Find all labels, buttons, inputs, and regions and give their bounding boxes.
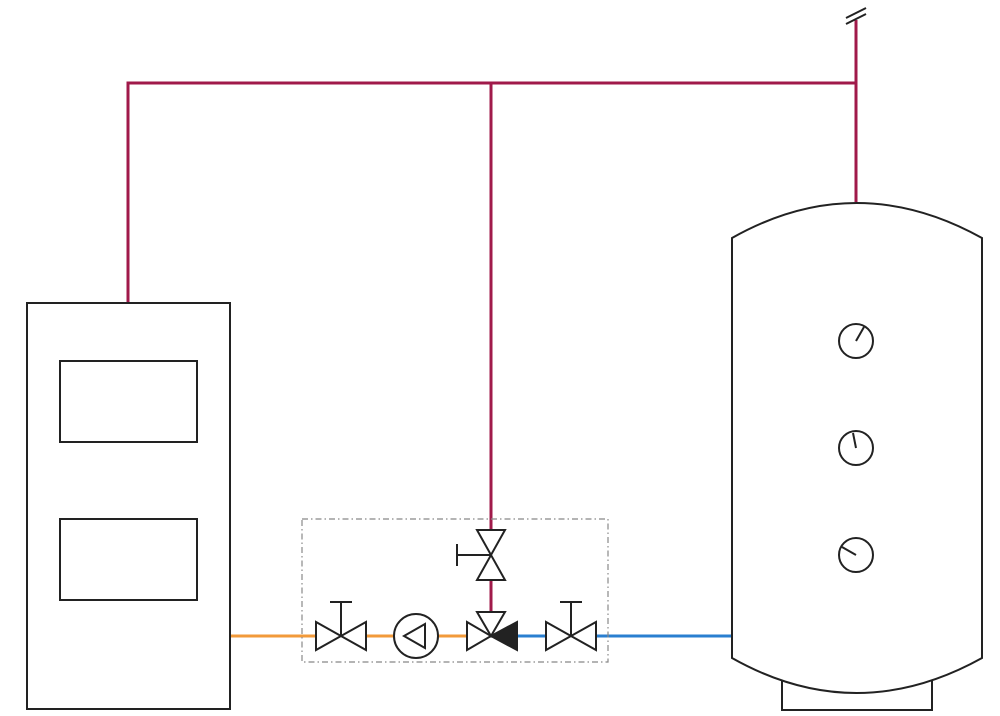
- thermometer-top-icon: [838, 323, 874, 359]
- shutoff-valve-right-icon: [545, 601, 597, 652]
- thermometer-bottom-icon: [838, 537, 874, 573]
- vent-icon: [845, 7, 867, 25]
- boiler-icon: [26, 302, 231, 710]
- boiler-door-lower: [59, 518, 198, 601]
- pump-icon: [393, 613, 439, 659]
- pump-group-box: [301, 518, 609, 663]
- shutoff-valve-left-icon: [315, 601, 367, 652]
- boiler-door-upper: [59, 360, 198, 443]
- thermometer-middle-icon: [838, 430, 874, 466]
- bypass-valve-icon: [456, 529, 507, 581]
- three-way-valve-icon: [466, 611, 518, 652]
- flow-pipes: [126, 20, 858, 612]
